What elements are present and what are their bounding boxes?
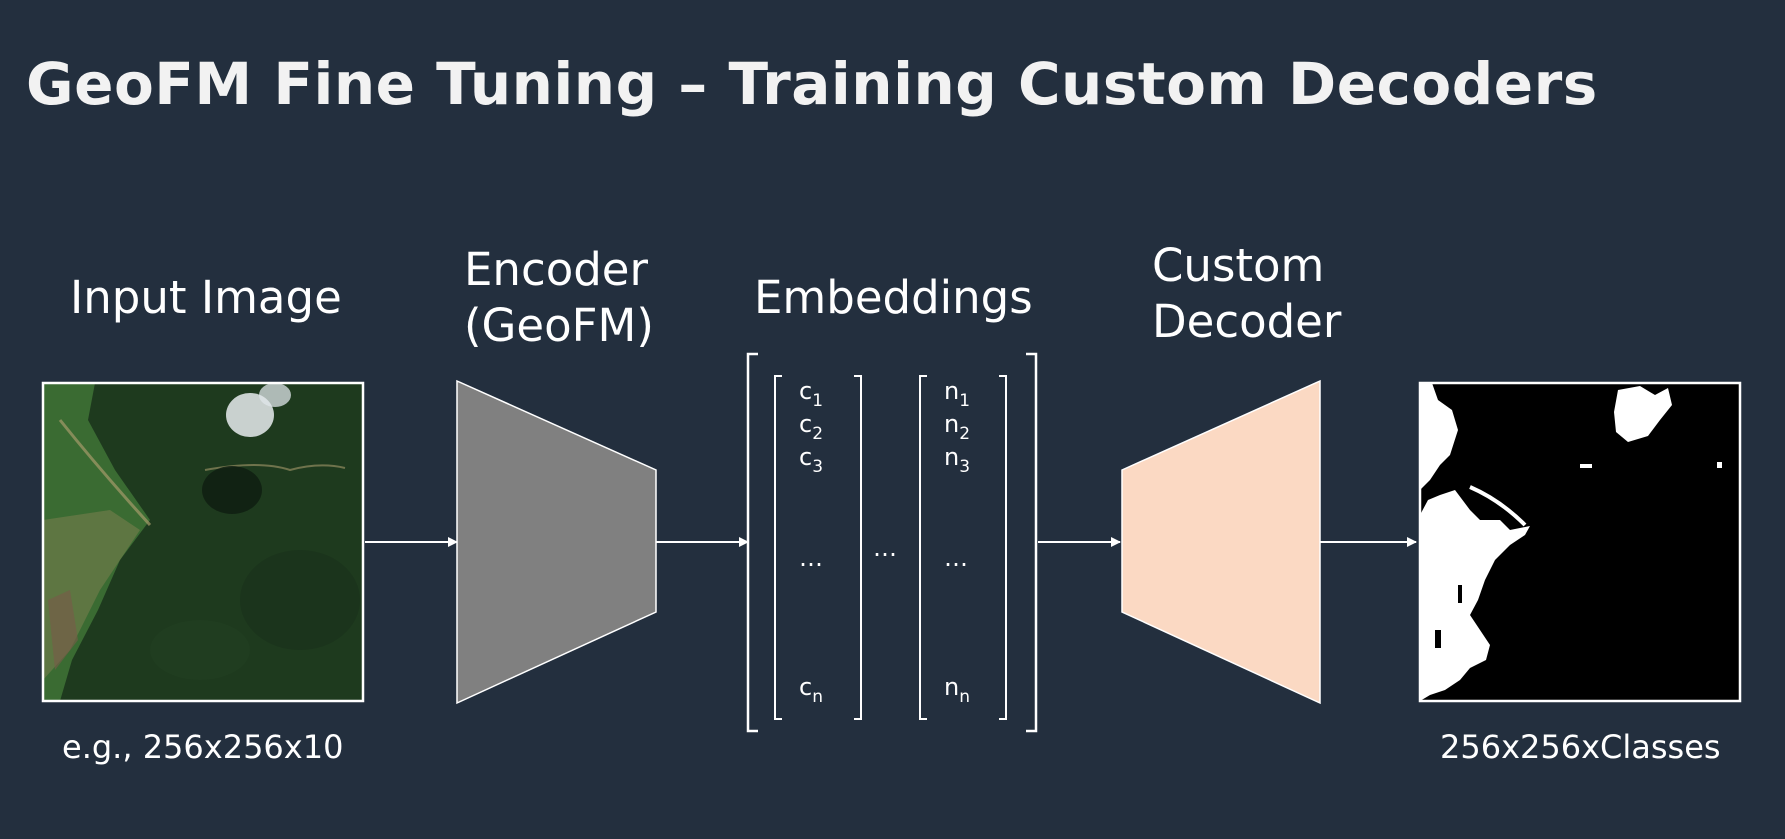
vector-c-left-bracket — [774, 375, 782, 720]
decoder-label: Custom Decoder — [1152, 238, 1341, 350]
encoder-trapezoid — [456, 379, 657, 705]
input-image-frame — [41, 381, 365, 703]
encoder-label-line2: (GeoFM) — [464, 299, 654, 352]
embeddings-outer-left-bracket — [746, 352, 758, 733]
vector-c-entry-3: c3 — [799, 443, 823, 477]
vector-c-entry-n: cn — [799, 673, 823, 707]
input-satellite-image — [41, 381, 365, 703]
vector-n-entry-2: n2 — [944, 410, 970, 444]
vector-c-entry-1: c1 — [799, 377, 823, 411]
vector-c-right-bracket — [854, 375, 862, 720]
decoder-trapezoid — [1121, 379, 1321, 705]
vector-n-left-bracket — [919, 375, 927, 720]
vector-n-entry-n: nn — [944, 673, 970, 707]
input-image-caption: e.g., 256x256x10 — [62, 728, 344, 766]
vector-n-right-bracket — [999, 375, 1007, 720]
output-image-frame — [1418, 381, 1742, 703]
vector-n-ellipsis: … — [944, 544, 968, 572]
vector-c-ellipsis: … — [799, 544, 823, 572]
encoder-label: Encoder (GeoFM) — [464, 242, 654, 354]
vector-c-entry-2: c2 — [799, 410, 823, 444]
embeddings-outer-right-bracket — [1026, 352, 1038, 733]
vector-n-entry-3: n3 — [944, 443, 970, 477]
embeddings-label: Embeddings — [754, 271, 1033, 324]
decoder-label-line1: Custom — [1152, 239, 1325, 292]
output-caption: 256x256xClasses — [1440, 728, 1721, 766]
vector-n-entry-1: n1 — [944, 377, 970, 411]
decoder-label-line2: Decoder — [1152, 295, 1342, 348]
page-title: GeoFM Fine Tuning – Training Custom Deco… — [26, 50, 1598, 118]
embeddings-between-ellipsis: … — [873, 534, 897, 562]
input-image-label: Input Image — [70, 271, 342, 324]
output-mask-image — [1418, 381, 1742, 703]
encoder-label-line1: Encoder — [464, 243, 648, 296]
